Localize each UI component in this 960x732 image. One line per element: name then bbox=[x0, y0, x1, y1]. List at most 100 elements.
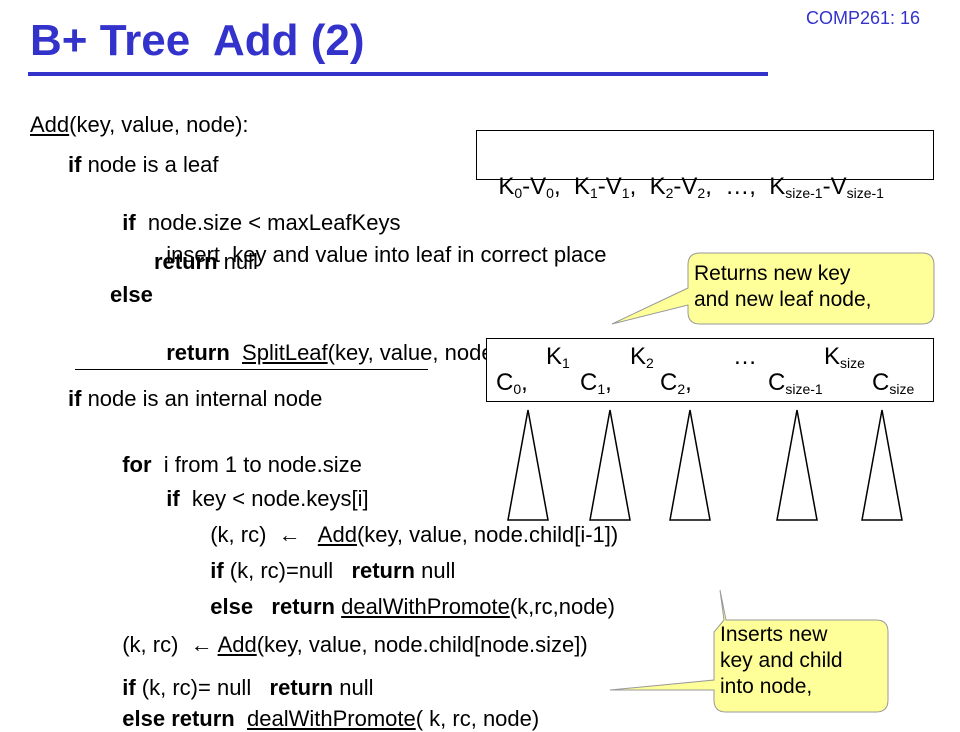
code-line-insert: insert key and value into leaf in correc… bbox=[154, 216, 606, 268]
kw-else: else bbox=[210, 594, 254, 619]
code-line-assign-last: (k, rc) ← Add(key, value, node.child[nod… bbox=[110, 606, 588, 658]
key-subscript: 2 bbox=[665, 185, 674, 201]
kw-return: return bbox=[166, 340, 230, 365]
code-text: (k, rc) bbox=[122, 632, 191, 657]
child-size: Csize bbox=[872, 369, 914, 397]
code-line-return-null: return null bbox=[154, 249, 258, 275]
code-text: (k,rc,node) bbox=[509, 594, 615, 619]
value-label: -V bbox=[522, 173, 547, 200]
internal-key-2: K2 bbox=[630, 343, 654, 371]
deal-fn-call: dealWithPromote bbox=[341, 594, 510, 619]
code-line-null-check: if (k, rc)=null return null bbox=[198, 532, 455, 584]
key-label: K bbox=[649, 173, 666, 200]
code-line-for: for i from 1 to node.size bbox=[110, 426, 362, 478]
code-line-if-size: if node.size < maxLeafKeys bbox=[110, 184, 400, 236]
key-subscript: size-1 bbox=[785, 185, 823, 201]
key-subscript: 2 bbox=[646, 355, 654, 371]
separator: , …, bbox=[705, 173, 770, 200]
code-text: null bbox=[333, 675, 374, 700]
kw-if: if bbox=[166, 486, 180, 511]
internal-key-size: Ksize bbox=[824, 343, 865, 371]
key-subscript: size bbox=[840, 355, 865, 371]
child-label: C bbox=[768, 369, 786, 396]
arrow-icon: ← bbox=[278, 522, 301, 547]
add-fn-name: Add bbox=[30, 112, 70, 137]
separator: , bbox=[605, 369, 612, 396]
leaf-node-box: K0-V0, K1-V1, K2-V2, …, Ksize-1-Vsize-1 bbox=[476, 130, 934, 200]
child-label: C bbox=[660, 369, 678, 396]
subtree-triangle bbox=[861, 409, 903, 521]
code-line-else-deal: else return dealWithPromote(k,rc,node) bbox=[198, 568, 615, 620]
code-text: i from 1 to node.size bbox=[151, 452, 362, 477]
kw-if: if bbox=[68, 152, 82, 177]
kw-return: return bbox=[154, 249, 218, 274]
code-line-if-leaf: if node is a leaf bbox=[68, 152, 218, 178]
code-text: node is a leaf bbox=[81, 152, 219, 177]
key-label: K bbox=[546, 343, 563, 370]
value-subscript: 0 bbox=[546, 185, 554, 201]
title-underline bbox=[28, 72, 768, 76]
code-text: (k, rc)=null bbox=[223, 558, 352, 583]
kw-for: for bbox=[122, 452, 152, 477]
key-subscript: 1 bbox=[589, 185, 598, 201]
kw-else: else bbox=[110, 282, 153, 307]
code-line-if-internal: if node is an internal node bbox=[68, 386, 322, 412]
child-subscript: size-1 bbox=[785, 381, 823, 397]
kw-if: if bbox=[210, 558, 224, 583]
code-text: (key, value, node.child[node.size]) bbox=[256, 632, 588, 657]
value-label: -V bbox=[597, 173, 622, 200]
code-line-null-check-2: if (k, rc)= null return null bbox=[110, 649, 373, 701]
callout-inserts-line-1: Inserts new bbox=[720, 623, 828, 646]
add-fn-call: Add bbox=[217, 632, 257, 657]
code-line-else: else bbox=[110, 282, 153, 308]
child-subscript: 0 bbox=[513, 381, 522, 397]
subtree-triangle bbox=[669, 409, 711, 521]
code-line-if-key: if key < node.keys[i] bbox=[154, 460, 369, 512]
callout-returns-shape bbox=[611, 252, 935, 325]
internal-node-box bbox=[486, 338, 934, 402]
child-subscript: 2 bbox=[677, 381, 686, 397]
key-subscript: 1 bbox=[562, 355, 570, 371]
code-text: (key, value, node.child[i-1]) bbox=[356, 522, 619, 547]
key-label: K bbox=[498, 173, 515, 200]
course-label: COMP261: 16 bbox=[806, 8, 921, 28]
kw-if: if bbox=[122, 675, 136, 700]
child-subscript: size bbox=[889, 381, 915, 397]
arrow-icon: ← bbox=[190, 632, 213, 657]
internal-ellipsis: … bbox=[733, 343, 757, 370]
callout-returns-line-2: and new leaf node, bbox=[694, 288, 872, 311]
key-label: K bbox=[769, 173, 786, 200]
add-signature-params: (key, value, node): bbox=[69, 112, 249, 137]
section-divider bbox=[75, 369, 428, 370]
code-text: node.size < maxLeafKeys bbox=[135, 210, 401, 235]
add-fn-call: Add bbox=[317, 522, 357, 547]
code-text: insert key and value into leaf in correc… bbox=[166, 242, 607, 267]
value-label: -V bbox=[673, 173, 698, 200]
child-subscript: 1 bbox=[597, 381, 606, 397]
callout-inserts-line-3: into node, bbox=[720, 675, 813, 698]
value-subscript: 2 bbox=[697, 185, 706, 201]
add-signature: Add(key, value, node): bbox=[30, 112, 249, 138]
separator: , bbox=[553, 173, 574, 200]
split-leaf-fn: SplitLeaf bbox=[242, 340, 328, 365]
key-label: K bbox=[573, 173, 590, 200]
value-label: -V bbox=[822, 173, 847, 200]
separator: , bbox=[521, 369, 528, 396]
callout-inserts-shape bbox=[609, 589, 889, 713]
child-label: C bbox=[580, 369, 598, 396]
callout-inserts-line-2: key and child bbox=[720, 649, 843, 672]
callout-returns-line-1: Returns new key bbox=[694, 262, 851, 285]
kw-if: if bbox=[68, 386, 82, 411]
value-subscript: 1 bbox=[621, 185, 630, 201]
separator: , bbox=[629, 173, 650, 200]
subtree-triangle bbox=[507, 409, 549, 521]
child-label: C bbox=[496, 369, 514, 396]
kw-return: return bbox=[351, 558, 415, 583]
code-text: (k, rc) bbox=[210, 522, 279, 547]
key-label: K bbox=[824, 343, 841, 370]
code-text: key < node.keys[i] bbox=[179, 486, 369, 511]
key-subscript: 0 bbox=[514, 185, 523, 201]
key-label: K bbox=[630, 343, 647, 370]
kw-return: return bbox=[269, 675, 334, 700]
